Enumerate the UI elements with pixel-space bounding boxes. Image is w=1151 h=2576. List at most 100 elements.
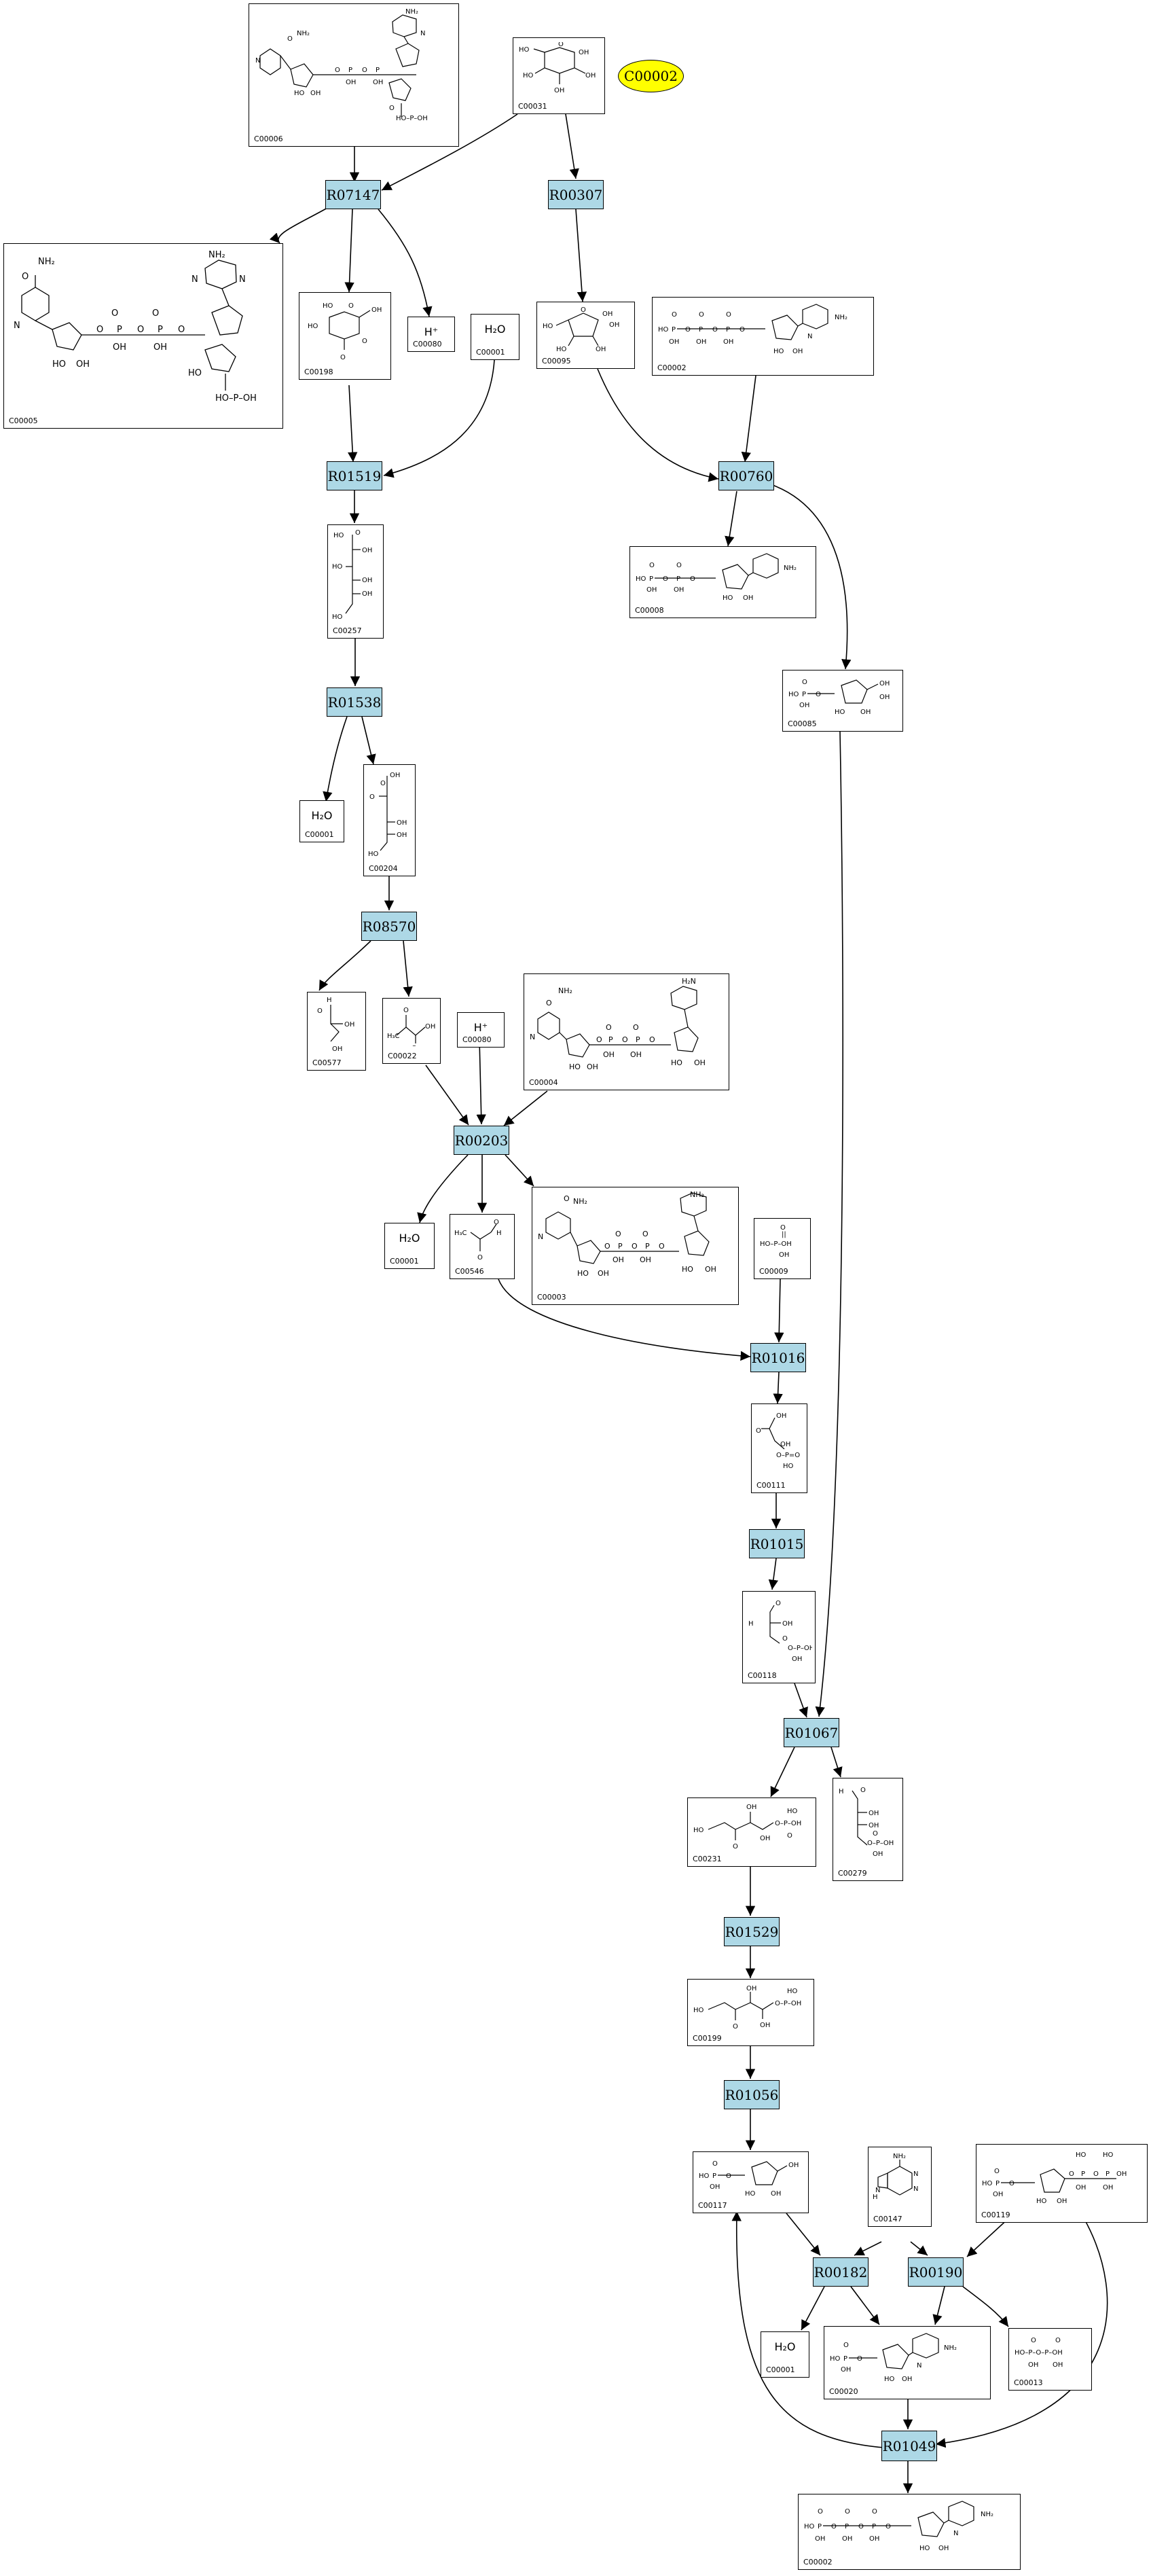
svg-text:P: P: [117, 325, 122, 335]
reaction-R01049[interactable]: R01049: [881, 2431, 937, 2461]
svg-text:P: P: [726, 326, 730, 334]
svg-text:HO: HO: [569, 1062, 581, 1071]
reaction-R08570[interactable]: R08570: [361, 912, 417, 941]
compound-C00001[interactable]: H₂O C00001: [384, 1223, 435, 1269]
svg-text:NH₂: NH₂: [405, 8, 418, 16]
svg-text:HO: HO: [745, 2190, 756, 2197]
reaction-R01056[interactable]: R01056: [724, 2080, 780, 2109]
reaction-R01538[interactable]: R01538: [327, 687, 382, 717]
reaction-R00203[interactable]: R00203: [454, 1126, 509, 1155]
edge: [269, 207, 329, 244]
svg-text:OH: OH: [723, 338, 733, 346]
svg-text:HO: HO: [693, 2007, 704, 2014]
svg-text:OH: OH: [640, 1255, 651, 1264]
reaction-R00307[interactable]: R00307: [548, 180, 604, 209]
compound-C00080[interactable]: H⁺ C00080: [457, 1012, 505, 1048]
svg-text:O: O: [1009, 2180, 1015, 2187]
compound-formula: H⁺: [473, 1021, 488, 1034]
compound-C00001[interactable]: H₂O C00001: [471, 314, 519, 360]
reaction-R01067[interactable]: R01067: [784, 1718, 839, 1747]
reaction-R01016[interactable]: R01016: [750, 1343, 806, 1372]
svg-text:HO: HO: [693, 1827, 704, 1834]
reaction-R07147[interactable]: R07147: [325, 180, 381, 209]
svg-text:O: O: [818, 2508, 823, 2516]
reaction-R00190[interactable]: R00190: [908, 2257, 964, 2287]
svg-text:OH: OH: [782, 1620, 792, 1628]
edge: [323, 716, 348, 802]
svg-text:NH₂: NH₂: [784, 565, 797, 572]
svg-text:N: N: [917, 2362, 921, 2369]
svg-text:H: H: [496, 1230, 502, 1237]
edge: [403, 940, 413, 997]
compound-C00001[interactable]: H₂O C00001: [761, 2331, 809, 2378]
reaction-R01519[interactable]: R01519: [327, 461, 382, 490]
svg-text:OH: OH: [792, 1656, 802, 1663]
compound-C00001[interactable]: H₂O C00001: [299, 800, 344, 842]
highlight-c00002[interactable]: C00002: [618, 60, 684, 92]
svg-text:OH: OH: [674, 586, 684, 594]
svg-text:H: H: [327, 997, 332, 1004]
svg-text:O: O: [137, 325, 144, 335]
svg-text:O: O: [335, 67, 340, 74]
edge: [770, 1747, 795, 1797]
reaction-R00760[interactable]: R00760: [718, 461, 774, 490]
reaction-R01529[interactable]: R01529: [724, 1917, 780, 1946]
reaction-R00182[interactable]: R00182: [813, 2257, 869, 2287]
svg-text:O: O: [845, 2508, 850, 2516]
svg-text:HO: HO: [783, 1463, 794, 1470]
compound-C00009[interactable]: O|| HO–P–OH OH C00009: [754, 1218, 811, 1279]
svg-text:O: O: [632, 1242, 638, 1251]
svg-text:O: O: [22, 272, 29, 282]
svg-text:O: O: [733, 1843, 738, 1850]
svg-text:N: N: [255, 57, 260, 65]
reaction-R01015[interactable]: R01015: [749, 1529, 805, 1558]
svg-text:HO: HO: [543, 323, 553, 330]
compound-id: C00231: [693, 1855, 722, 1863]
svg-text:HO: HO: [658, 326, 669, 334]
svg-text:O: O: [663, 575, 668, 583]
svg-text:HO: HO: [368, 851, 379, 858]
compound-id: C00002: [803, 2558, 833, 2566]
svg-text:O: O: [494, 1219, 499, 1226]
svg-text:NH₂: NH₂: [558, 986, 572, 995]
svg-text:O: O: [1055, 2337, 1061, 2344]
svg-text:HO–P–OH: HO–P–OH: [760, 1240, 792, 1248]
compound-id: C00577: [312, 1058, 342, 1067]
svg-text:P: P: [676, 575, 680, 583]
compound-C00080[interactable]: H⁺ C00080: [407, 317, 455, 352]
svg-text:O: O: [885, 2523, 891, 2530]
svg-text:HO: HO: [1076, 2151, 1086, 2159]
